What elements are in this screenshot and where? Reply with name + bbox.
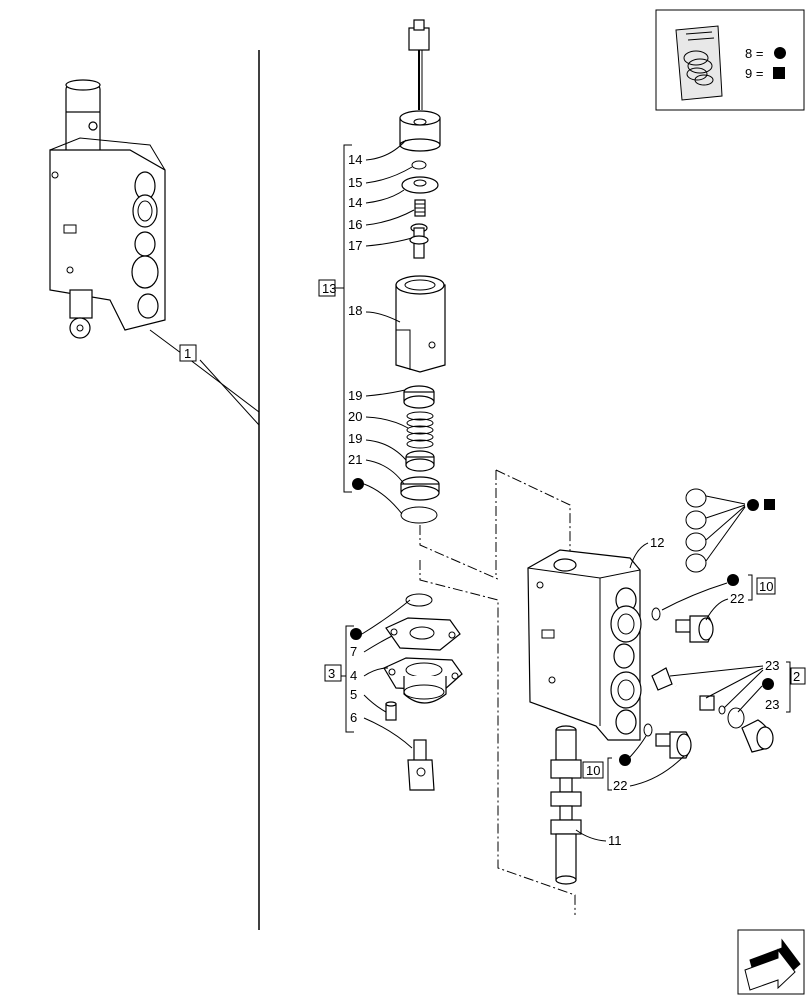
callout-5: 5 [350,687,357,702]
callout-23a: 23 [765,658,779,673]
callout-17: 17 [348,238,362,253]
callout-20: 20 [348,409,362,424]
check-valve-lower [643,723,692,759]
filled-circle-icon [350,628,362,640]
filled-square-icon [764,499,775,510]
callout-16: 16 [348,217,362,232]
callout-7: 7 [350,644,357,659]
filled-circle-icon [774,47,786,59]
callout-15: 15 [348,175,362,190]
solenoid-stack [395,19,446,524]
spool [550,725,582,885]
callout-6: 6 [350,710,357,725]
callout-14b: 14 [348,195,362,210]
navigation-arrow-icon[interactable] [737,929,805,995]
callout-10a: 10 [759,579,773,594]
callout-12: 12 [650,535,664,550]
o-ring-set [685,488,707,573]
callout-22a: 22 [730,591,744,606]
callout-22b: 22 [613,778,627,793]
filled-circle-icon [619,754,631,766]
filled-circle-icon [747,499,759,511]
callout-11: 11 [608,833,622,848]
callout-4: 4 [350,668,357,683]
callout-2: 2 [793,669,800,684]
assembled-valve-section [49,79,166,339]
lever-group [383,593,463,791]
callout-10b: 10 [586,763,600,778]
callout-19a: 19 [348,388,362,403]
filled-square-icon [773,67,785,79]
legend-box: 8 = 9 = [655,9,805,111]
callout-14a: 14 [348,152,362,167]
legend-circle-text: 8 = [745,46,763,61]
check-valve-upper [651,607,714,643]
seal-kit-bag-icon [675,25,723,101]
callout-21: 21 [348,452,362,467]
filled-circle-icon [727,574,739,586]
legend-square-text: 9 = [745,66,763,81]
callout-23b: 23 [765,697,779,712]
callout-1: 1 [184,346,191,361]
valve-body [527,549,642,741]
relief-valve-23 [651,667,774,753]
callout-13: 13 [322,281,336,296]
callout-3: 3 [328,666,335,681]
filled-circle-icon [352,478,364,490]
callout-19b: 19 [348,431,362,446]
filled-circle-icon [762,678,774,690]
callout-18: 18 [348,303,362,318]
